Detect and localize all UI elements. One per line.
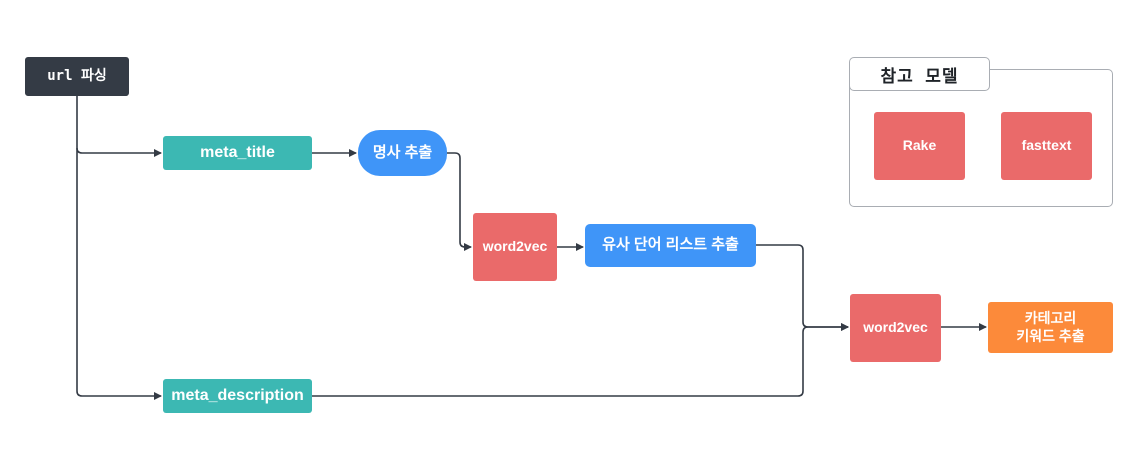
- meta-title-node[interactable]: meta_title: [163, 136, 312, 170]
- edge-noun-to-word2vec-1: [447, 152, 472, 251]
- noun-extract-node[interactable]: 명사 추출: [358, 130, 447, 176]
- edge-url-to-meta-description: [76, 148, 162, 400]
- category-keyword-line2: 키워드 추출: [1016, 327, 1085, 344]
- meta-description-node[interactable]: meta_description: [163, 379, 312, 413]
- reference-models-title: 참고 모델: [849, 57, 990, 91]
- edge-url-to-meta-title: [76, 96, 162, 157]
- word2vec-node-1[interactable]: word2vec: [473, 213, 557, 281]
- rake-model-node[interactable]: Rake: [874, 112, 965, 180]
- edge-meta-description-to-word2vec-2: [312, 323, 849, 397]
- word2vec-node-2[interactable]: word2vec: [850, 294, 941, 362]
- url-parse-node[interactable]: url 파싱: [25, 57, 129, 96]
- fasttext-model-node[interactable]: fasttext: [1001, 112, 1092, 180]
- category-keyword-node[interactable]: 카테고리 키워드 추출: [988, 302, 1113, 353]
- similar-words-node[interactable]: 유사 단어 리스트 추출: [585, 224, 756, 267]
- category-keyword-line1: 카테고리: [1024, 310, 1077, 326]
- edge-similar-to-word2vec-2: [756, 244, 849, 331]
